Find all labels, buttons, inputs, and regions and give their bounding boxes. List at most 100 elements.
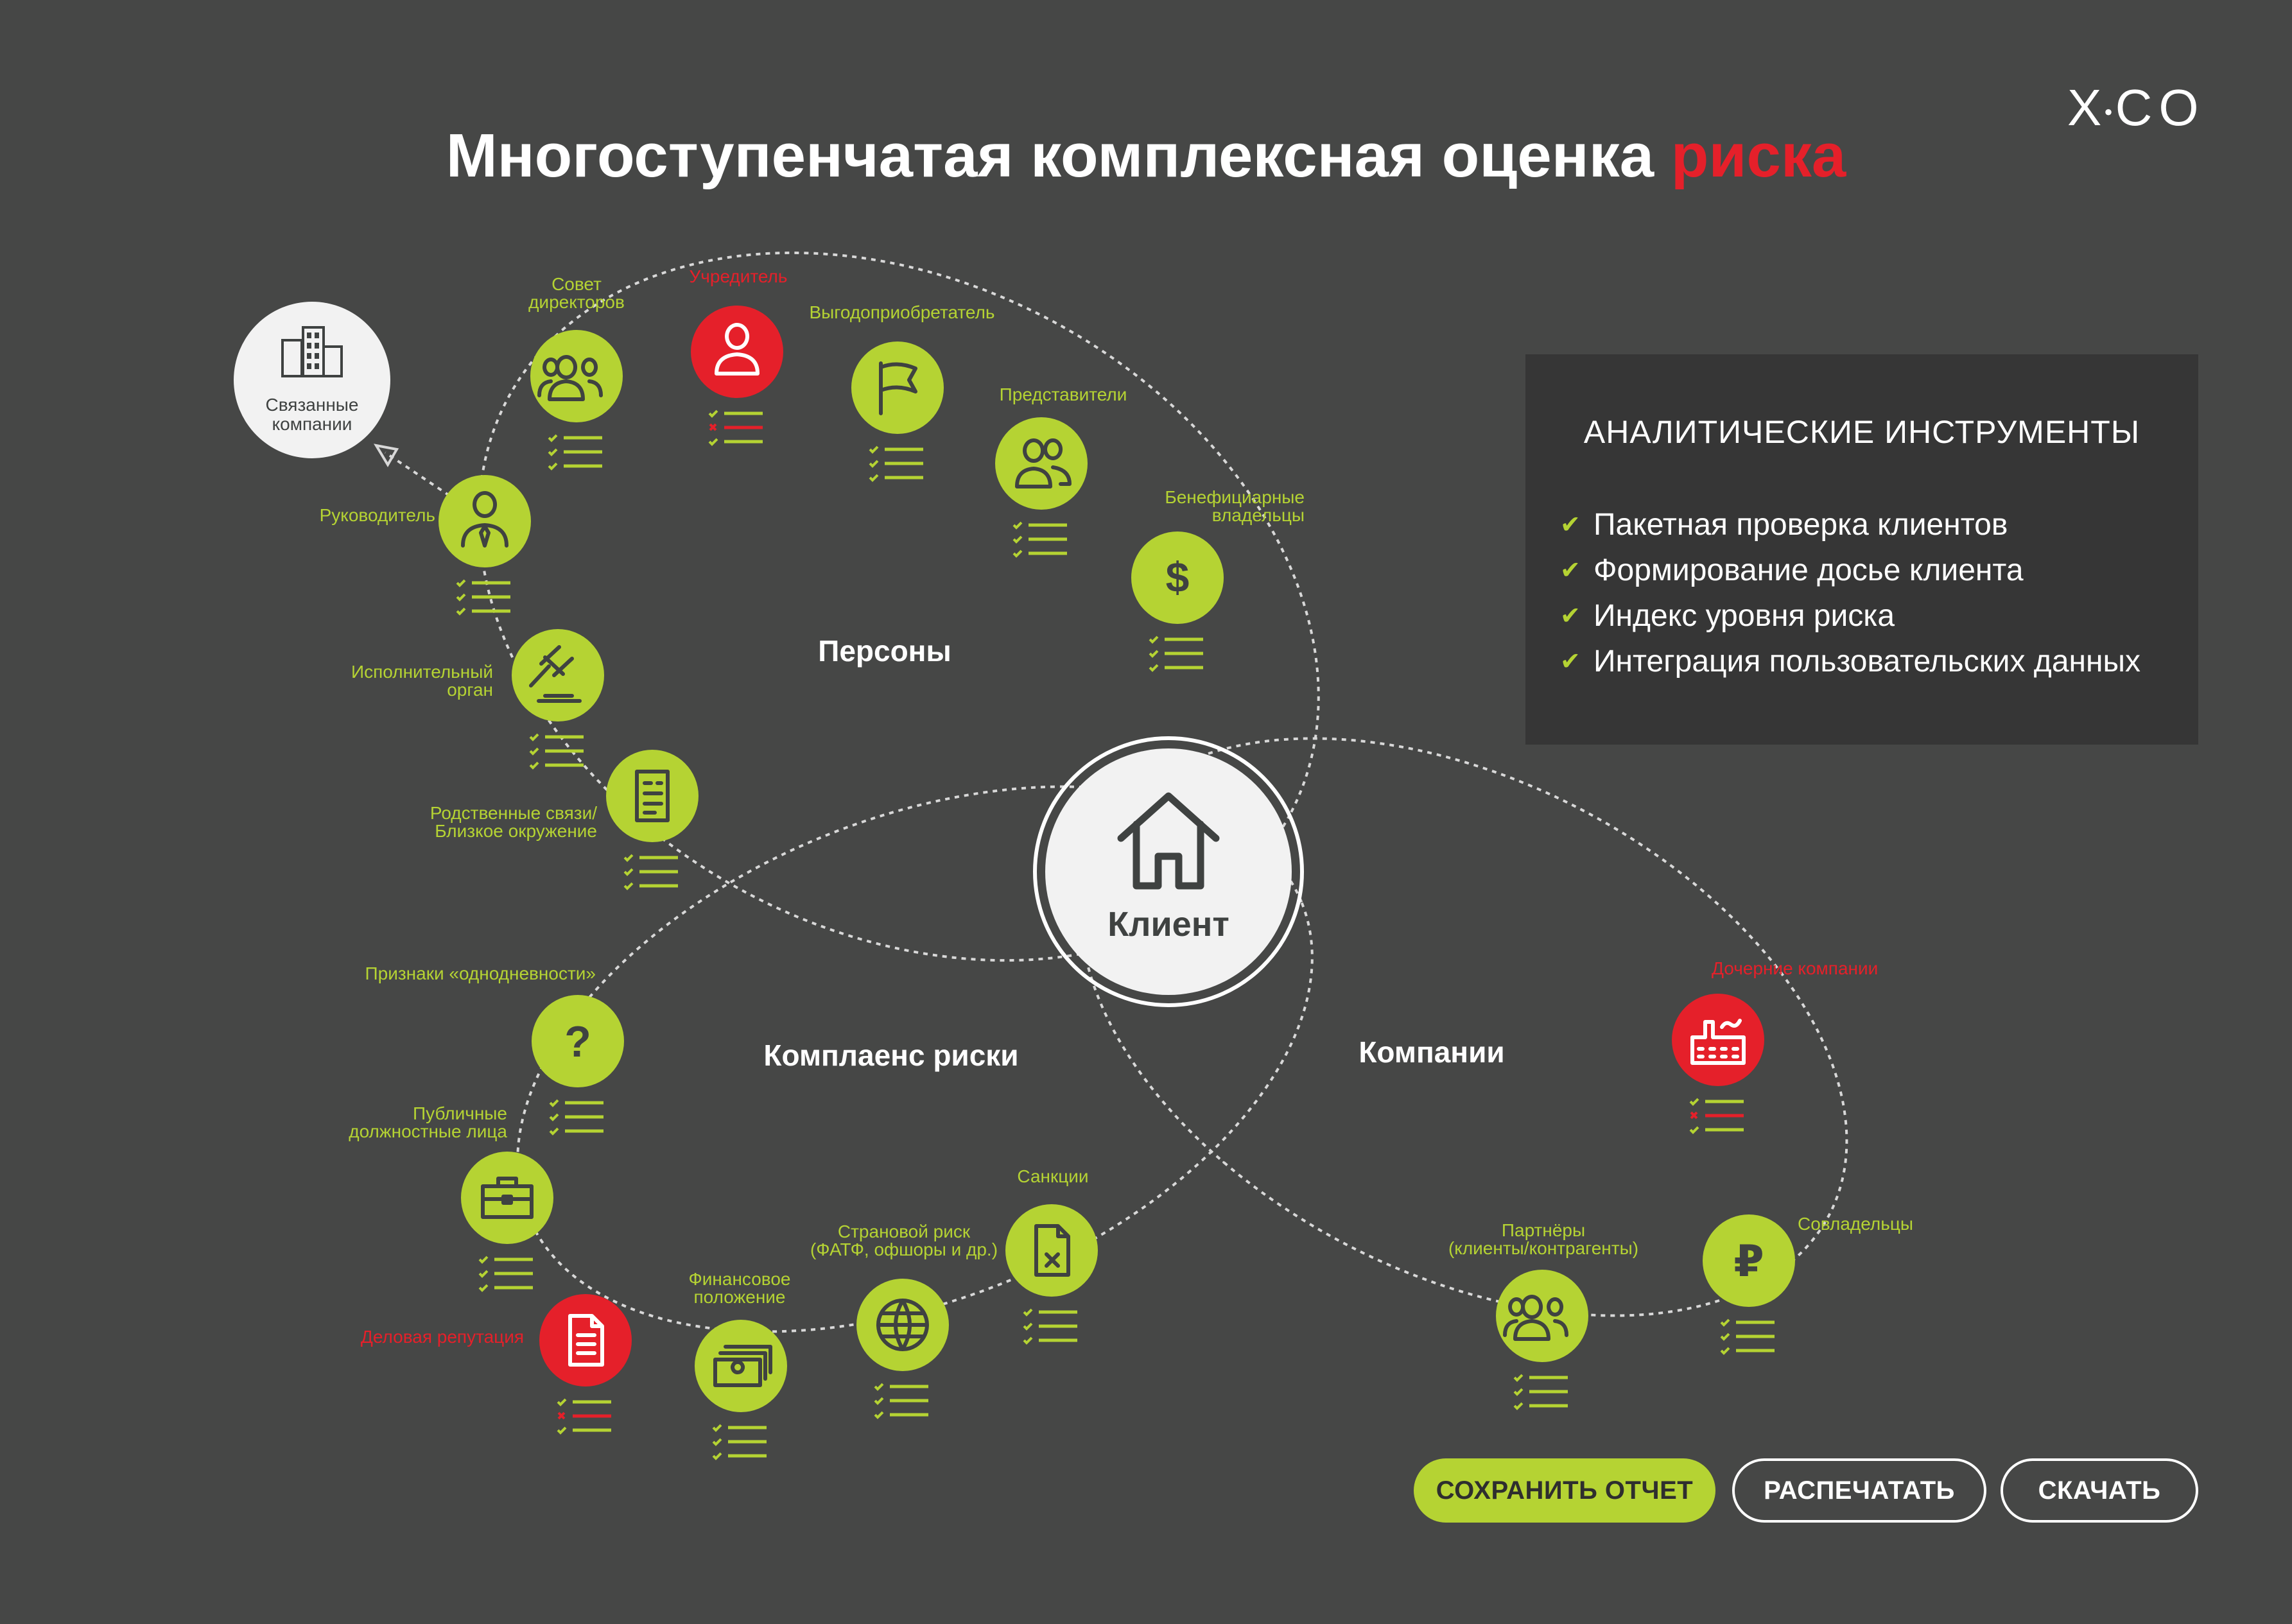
node-label: Дочерние компании [1712, 958, 1878, 978]
check-mark [1689, 1098, 1699, 1106]
group-label-companies: Компании [1359, 1035, 1504, 1069]
node-partners[interactable]: Партнёры(клиенты/контрагенты) [1448, 1220, 1638, 1410]
cross-mark [557, 1412, 566, 1420]
client-label: Клиент [1107, 905, 1229, 944]
building-icon [281, 326, 343, 377]
check-mark [869, 474, 879, 482]
check-mark [1149, 650, 1159, 658]
checklist [1149, 635, 1203, 672]
checklist [456, 579, 510, 616]
check-icon: ✔ [1560, 648, 1581, 675]
node-relatives[interactable]: Родственные связи/Близкое окружение [430, 750, 699, 890]
diagram-nodes: КлиентСвязанныекомпанииПерсоныКомплаенс … [234, 266, 1913, 1460]
check-mark [623, 882, 634, 890]
ruble-icon: ₽ [1733, 1237, 1764, 1286]
related-arrow-line [384, 451, 451, 497]
node-label: Деловая репутация [361, 1327, 524, 1347]
node-circle[interactable] [1496, 1270, 1588, 1362]
icon-stroke [715, 323, 760, 376]
node-circle[interactable] [1672, 994, 1764, 1086]
node-head[interactable]: Руководитель [320, 475, 531, 616]
building-window [315, 363, 319, 369]
icon-glyph: $ [1166, 553, 1190, 601]
node-label: Совладельцы [1798, 1214, 1913, 1234]
building-window [307, 343, 311, 349]
checklist [869, 445, 923, 482]
check-mark [1720, 1333, 1730, 1341]
check-mark [1720, 1347, 1730, 1355]
check-mark [549, 1127, 559, 1136]
icon-stroke [461, 491, 508, 548]
node-label: Исполнительный [351, 662, 493, 682]
node-founder[interactable]: Учредитель [690, 266, 788, 446]
client-ring [1033, 736, 1304, 1007]
node-circle[interactable] [1005, 1204, 1098, 1297]
node-label: Бенефициарные [1165, 487, 1305, 507]
check-mark [712, 1438, 722, 1446]
print-button[interactable]: РАСПЕЧАТАТЬ [1732, 1458, 1986, 1523]
icon-stroke [1547, 1297, 1568, 1337]
node-label: Родственные связи/ [430, 803, 597, 823]
checklist [712, 1424, 767, 1460]
building-window [315, 333, 319, 338]
node-label: Руководитель [320, 505, 435, 525]
node-circle[interactable] [606, 750, 699, 842]
logo-right: CO [2115, 79, 2205, 136]
related-companies-circle[interactable] [234, 302, 390, 458]
checklist [1689, 1098, 1744, 1134]
node-label: Страновой риск [838, 1222, 971, 1241]
panel-item-label: Индекс уровня риска [1593, 599, 1895, 633]
check-icon: ✔ [1560, 512, 1581, 539]
check-mark [1149, 635, 1159, 644]
icon-stroke [481, 1177, 534, 1219]
check-mark [1720, 1318, 1730, 1327]
check-mark [456, 579, 466, 587]
node-circle[interactable] [1131, 531, 1224, 624]
icon-stroke [1015, 438, 1052, 488]
node-circle[interactable] [512, 629, 604, 721]
node-circle[interactable] [438, 475, 531, 567]
checklist [1023, 1308, 1077, 1345]
save-report-button[interactable]: СОХРАНИТЬ ОТЧЕТ [1414, 1458, 1715, 1523]
orbit-companies [1079, 737, 1848, 1317]
icon-stroke [581, 358, 603, 397]
globe-icon [876, 1299, 929, 1351]
icon-stroke [568, 1314, 604, 1367]
check-mark [478, 1270, 489, 1278]
node-representatives[interactable]: Представители [995, 384, 1127, 558]
check-mark [623, 854, 634, 862]
node-circle[interactable] [995, 417, 1088, 510]
check-mark [869, 445, 879, 454]
node-circle[interactable] [530, 330, 623, 422]
node-label: Представители [1000, 384, 1127, 404]
node-circle[interactable] [1703, 1214, 1795, 1307]
check-mark [712, 1452, 722, 1460]
checklist [874, 1383, 928, 1419]
node-circle[interactable] [539, 1294, 632, 1386]
node-reputation[interactable]: Деловая репутация [361, 1294, 632, 1435]
node-coowners[interactable]: ₽ Совладельцы [1703, 1214, 1913, 1355]
node-sanctions[interactable]: Санкции [1005, 1166, 1098, 1345]
node-oneday[interactable]: ?Признаки «однодневности» [365, 963, 625, 1136]
check-mark [456, 593, 466, 601]
page-title: Многоступенчатая комплексная оценка риск… [0, 122, 2292, 190]
node-label: владельцы [1212, 505, 1305, 525]
node-label: (ФАТФ, офшоры и др.) [810, 1240, 998, 1259]
node-subsidiaries[interactable]: Дочерние компании [1672, 958, 1878, 1134]
icon-glyph: ? [564, 1017, 591, 1066]
building-window [315, 343, 319, 349]
node-circle[interactable] [532, 995, 624, 1087]
building-window [307, 353, 311, 359]
node-circle[interactable] [691, 306, 783, 398]
node-country[interactable]: Страновой риск(ФАТФ, офшоры и др.) [810, 1222, 998, 1419]
panel-title: АНАЛИТИЧЕСКИЕ ИНСТРУМЕНТЫ [1583, 414, 2140, 450]
node-label: Совет [551, 274, 602, 294]
icon-stroke [1043, 438, 1072, 486]
node-beneficiary[interactable]: Выгодоприобретатель [809, 302, 995, 482]
download-button[interactable]: СКАЧАТЬ [2001, 1458, 2198, 1523]
